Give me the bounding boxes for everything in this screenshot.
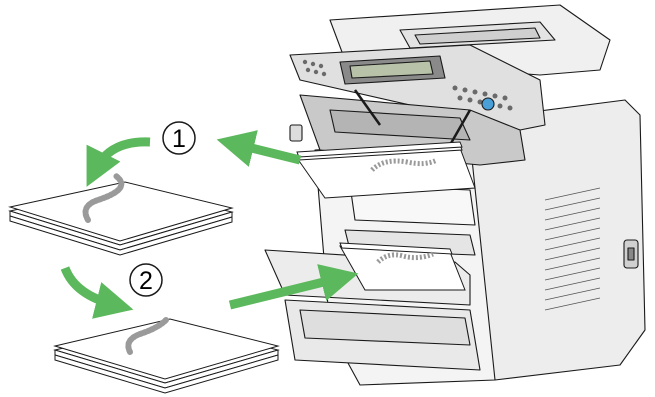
step-badge-1: 1 bbox=[163, 122, 195, 154]
step-badge-2: 2 bbox=[130, 264, 162, 296]
curved-arrow-to-stack2-icon bbox=[65, 268, 115, 305]
curved-arrow-to-stack1-icon bbox=[95, 142, 150, 170]
printer-icon bbox=[265, 5, 645, 385]
arrow-from-output-icon bbox=[235, 144, 300, 160]
paper-stack-step2 bbox=[55, 319, 278, 393]
step-number-2: 2 bbox=[139, 267, 153, 295]
step-number-1: 1 bbox=[172, 125, 186, 153]
paper-stack-step1 bbox=[10, 176, 232, 255]
output-paper-stack bbox=[297, 142, 475, 198]
